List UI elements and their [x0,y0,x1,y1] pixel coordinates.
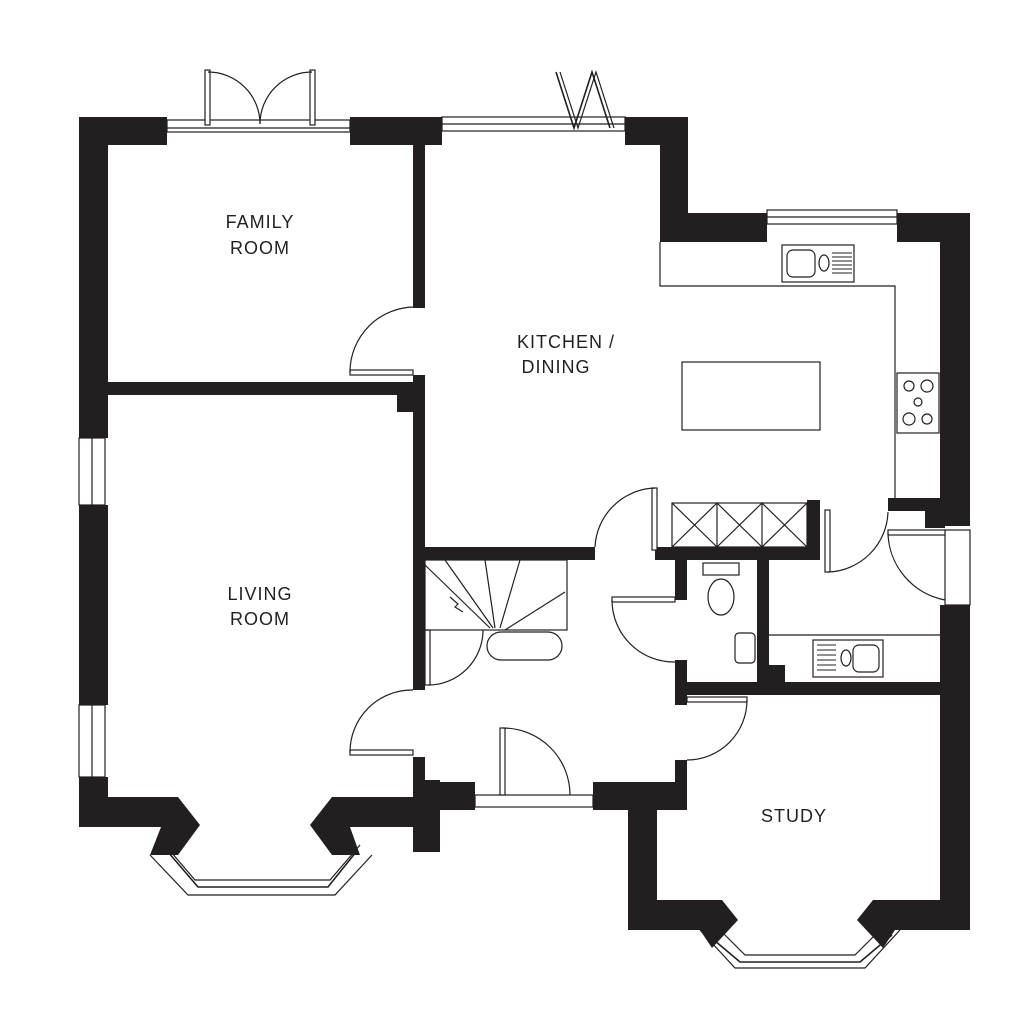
room-label-study: STUDY [761,806,827,826]
room-label-family-line2: ROOM [230,238,290,258]
room-label-living-line1: LIVING [227,584,292,604]
windows [78,116,971,969]
room-labels: FAMILY ROOM KITCHEN / DINING LIVING ROOM… [226,212,827,826]
room-label-family-line1: FAMILY [226,212,295,232]
walls [79,117,970,948]
room-label-kitchen-line1: KITCHEN / [517,332,615,352]
room-label-kitchen-line2: DINING [522,357,591,377]
doors [204,69,946,796]
room-label-living-line2: ROOM [230,609,290,629]
fixtures [424,242,940,678]
